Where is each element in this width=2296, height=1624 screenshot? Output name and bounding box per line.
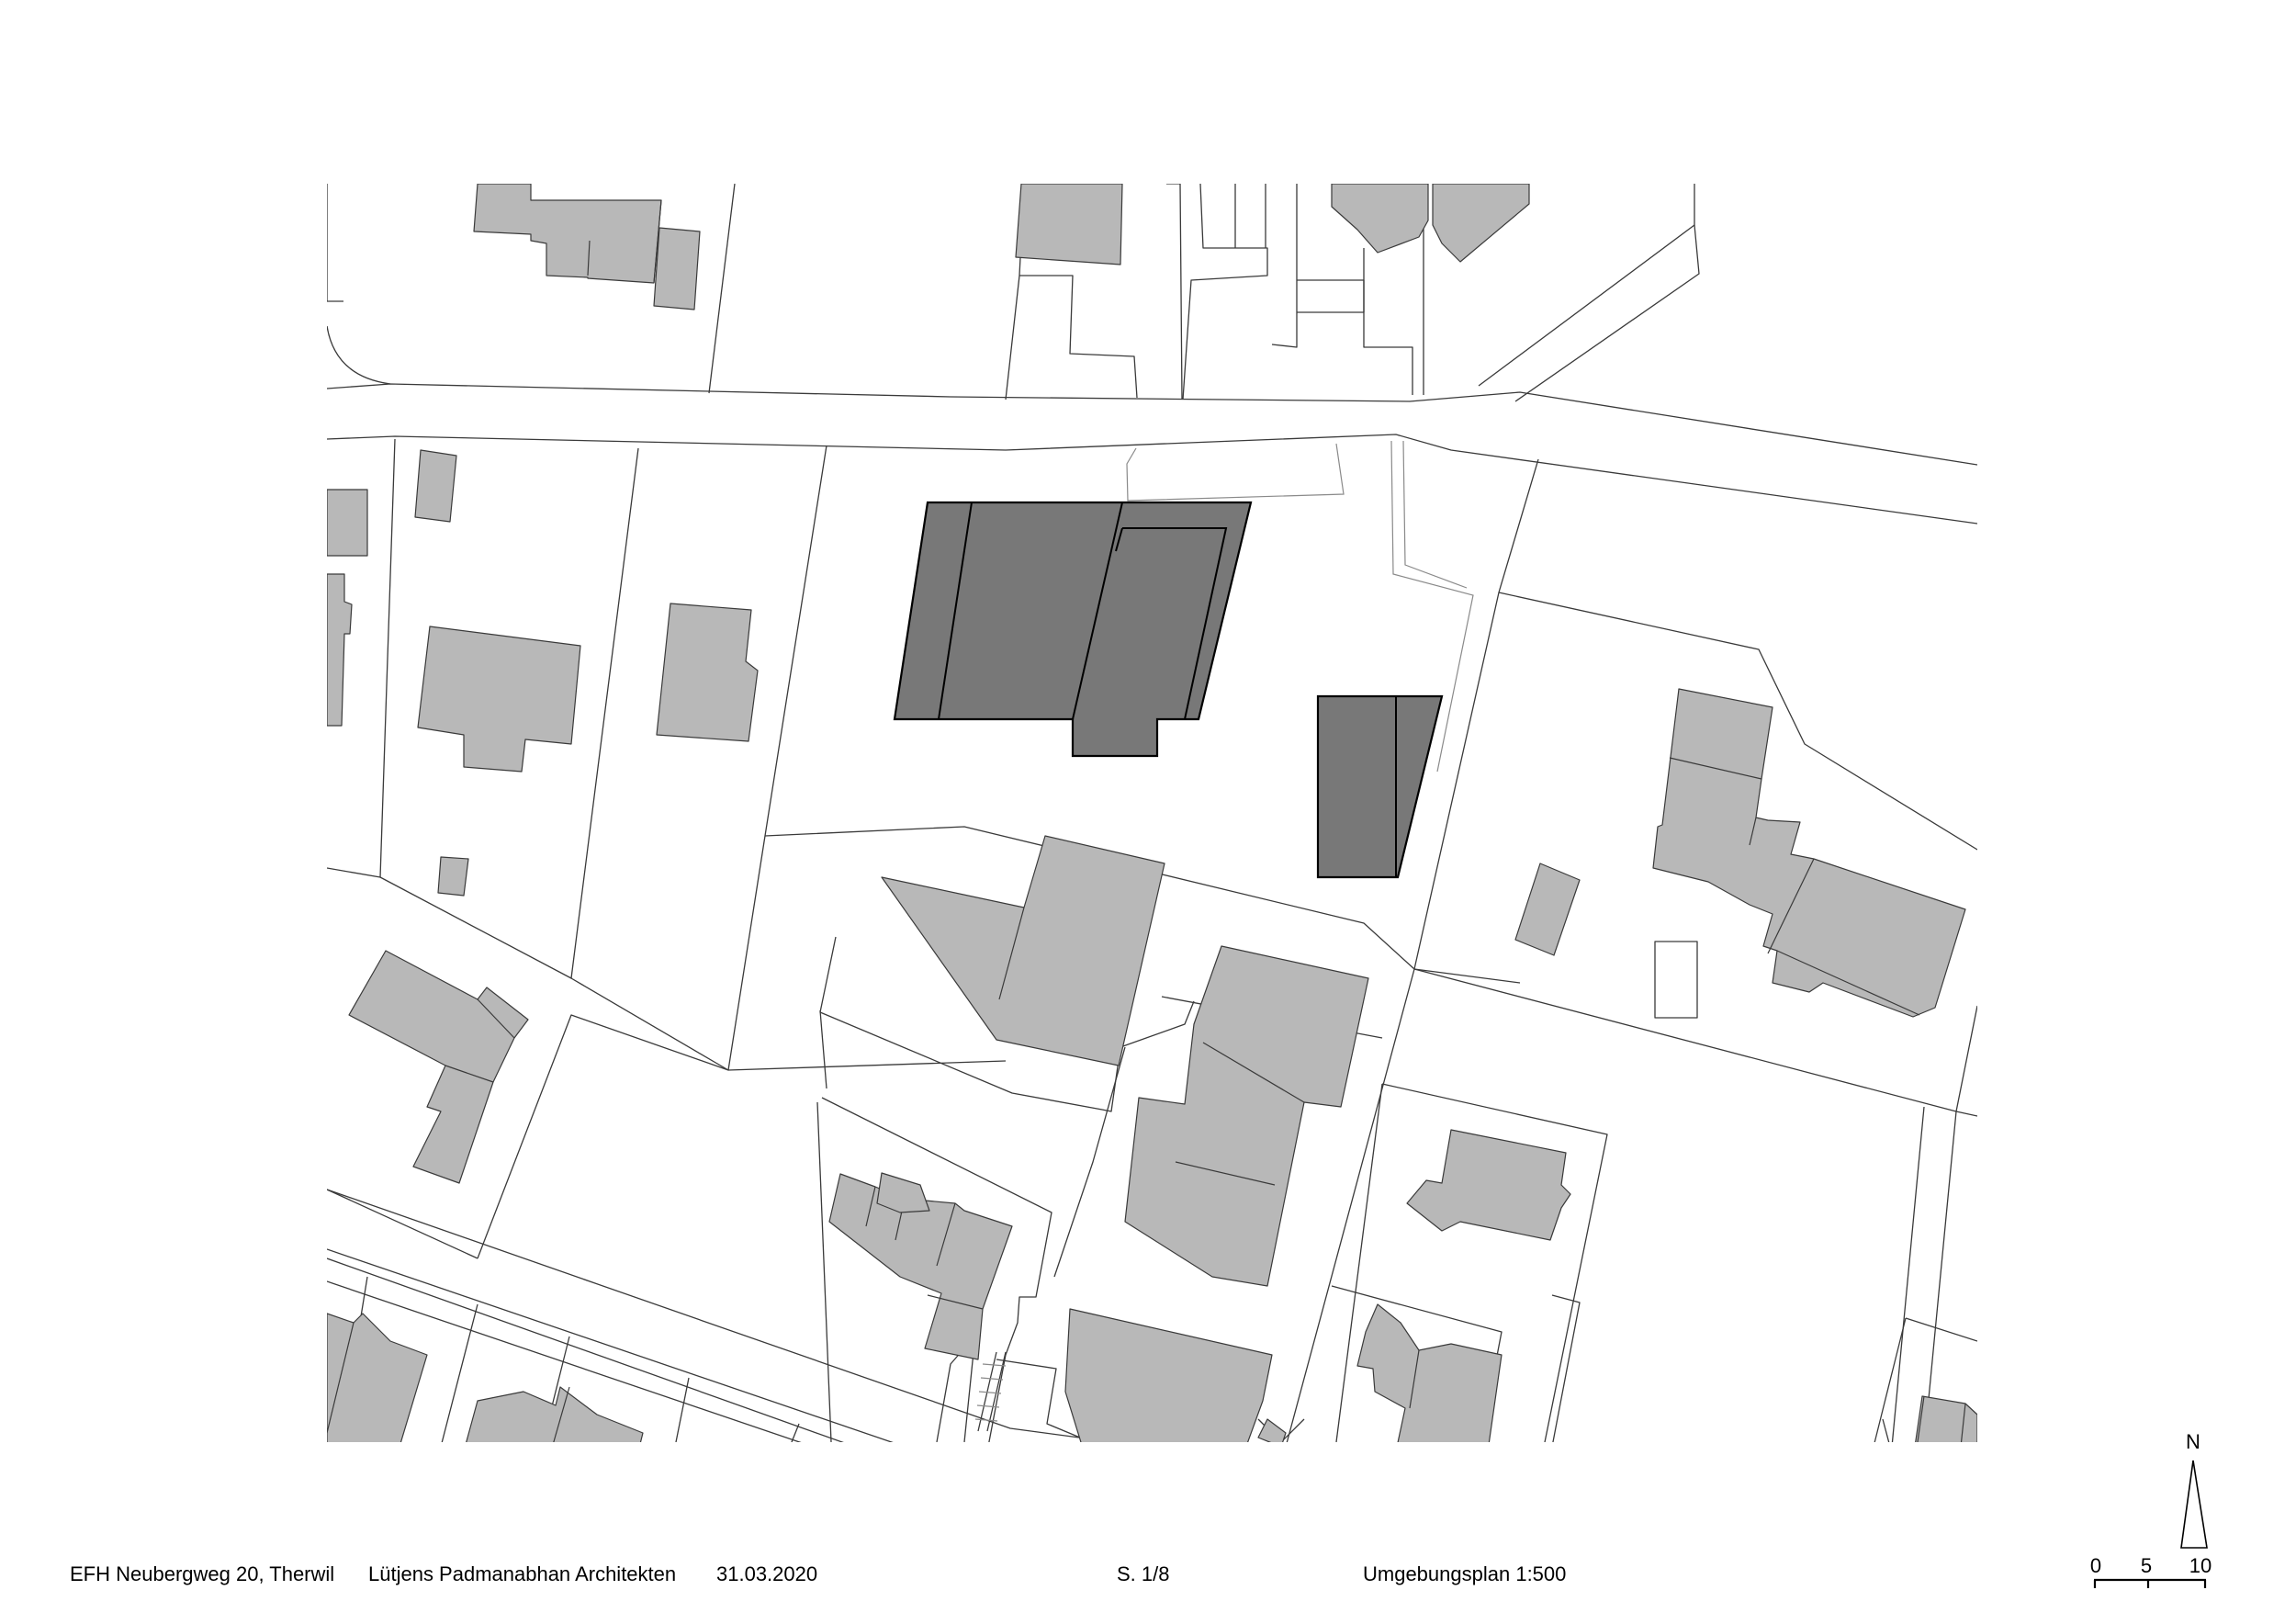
scale-tick-5: 5 — [2141, 1554, 2152, 1577]
path-lines — [1126, 440, 1474, 773]
map-frame — [327, 184, 1977, 1442]
footer-project: EFH Neubergweg 20, Therwil — [70, 1562, 335, 1585]
existing-buildings — [327, 184, 1977, 1442]
streets — [327, 383, 1977, 1442]
parcels-north — [327, 184, 1700, 402]
footer-date: 31.03.2020 — [716, 1562, 818, 1585]
scale-bar — [2093, 1578, 2207, 1588]
footer-plan-title: Umgebungsplan 1:500 — [1363, 1562, 1567, 1585]
north-arrow-icon — [2180, 1460, 2208, 1549]
footer-page: S. 1/8 — [1117, 1562, 1170, 1585]
proposed-buildings — [893, 501, 1444, 879]
main-house — [893, 501, 1253, 758]
map-legend: N 0 5 10 — [2090, 1430, 2212, 1588]
north-label: N — [2186, 1430, 2200, 1453]
annex-house — [1316, 694, 1444, 879]
scale-tick-0: 0 — [2090, 1554, 2101, 1577]
scale-tick-10: 10 — [2189, 1554, 2212, 1577]
parcels-south — [327, 438, 1977, 1442]
footer-architects: Lütjens Padmanabhan Architekten — [368, 1562, 677, 1585]
